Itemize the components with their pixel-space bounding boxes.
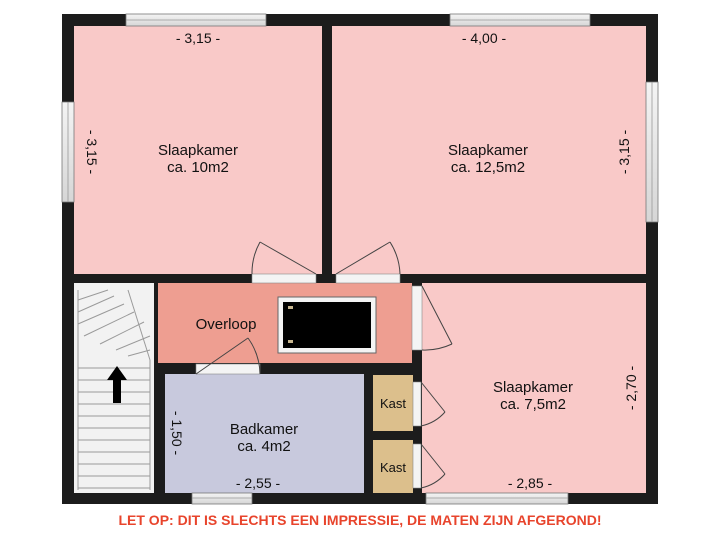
bedroom-3-width-dim: - 2,85 - <box>508 475 553 491</box>
room-closet-2 <box>373 440 413 493</box>
landing-name: Overloop <box>196 316 257 333</box>
room-bedroom-3 <box>422 283 646 493</box>
bedroom-3-area: ca. 7,5m2 <box>500 396 566 413</box>
bedroom-2-depth-dim: - 3,15 - <box>616 129 632 174</box>
arrow-up-icon <box>107 366 127 403</box>
bathroom-depth-dim: - 1,50 - <box>169 411 185 456</box>
bathroom-name: Badkamer <box>230 421 298 438</box>
bathroom-width-dim: - 2,55 - <box>236 475 281 491</box>
room-bedroom-1 <box>74 26 322 274</box>
room-bathroom <box>165 374 364 493</box>
bedroom-1-width-dim: - 3,15 - <box>176 30 221 46</box>
room-closet-1 <box>373 375 413 431</box>
bedroom-2-area: ca. 12,5m2 <box>451 159 525 176</box>
bedroom-1-name: Slaapkamer <box>158 142 238 159</box>
closet-1-name: Kast <box>380 396 406 411</box>
bedroom-2-name: Slaapkamer <box>448 142 528 159</box>
staircase <box>77 289 151 490</box>
window-panes <box>67 19 653 499</box>
door-swings <box>195 241 453 489</box>
door-openings <box>195 273 423 489</box>
bedroom-1-area: ca. 10m2 <box>167 159 229 176</box>
room-bedroom-2 <box>332 26 646 274</box>
disclaimer-text: LET OP: DIT IS SLECHTS EEN IMPRESSIE, DE… <box>118 512 602 528</box>
bathroom-area: ca. 4m2 <box>237 438 290 455</box>
bedroom-1-depth-dim: - 3,15 - <box>84 130 100 175</box>
attic-hatch <box>277 296 377 354</box>
bedroom-3-depth-dim: - 2,70 - <box>623 365 639 410</box>
bedroom-3-name: Slaapkamer <box>493 379 573 396</box>
bedroom-2-width-dim: - 4,00 - <box>462 30 507 46</box>
closet-2-name: Kast <box>380 460 406 475</box>
